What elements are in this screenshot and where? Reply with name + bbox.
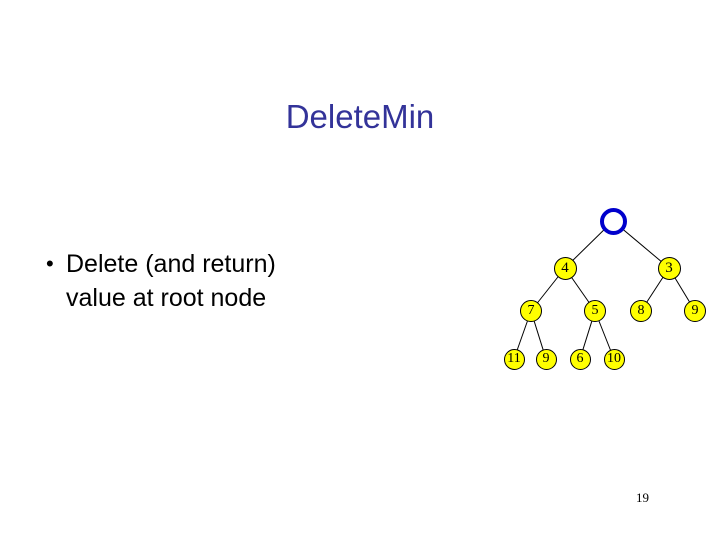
page-title: DeleteMin (285, 98, 435, 136)
tree-node: 6 (569, 348, 591, 370)
tree-node-root-empty (599, 207, 627, 235)
tree-node: 8 (630, 300, 652, 322)
bullet-dot-icon: • (46, 251, 54, 276)
bullet-item-label: Delete (and return) value at root node (66, 250, 276, 312)
tree-node: 11 (503, 348, 525, 370)
tree-node: 3 (657, 256, 681, 280)
tree-node: 7 (520, 300, 542, 322)
page-number: 19 (636, 490, 649, 505)
tree-node: 4 (553, 256, 577, 280)
tree-node: 10 (603, 348, 625, 370)
list-item: • Delete (and return) value at root node (46, 247, 446, 315)
tree-node: 9 (535, 348, 557, 370)
bullet-list: • Delete (and return) value at root node (46, 247, 446, 315)
tree-node: 5 (584, 300, 606, 322)
tree-node: 9 (684, 300, 706, 322)
